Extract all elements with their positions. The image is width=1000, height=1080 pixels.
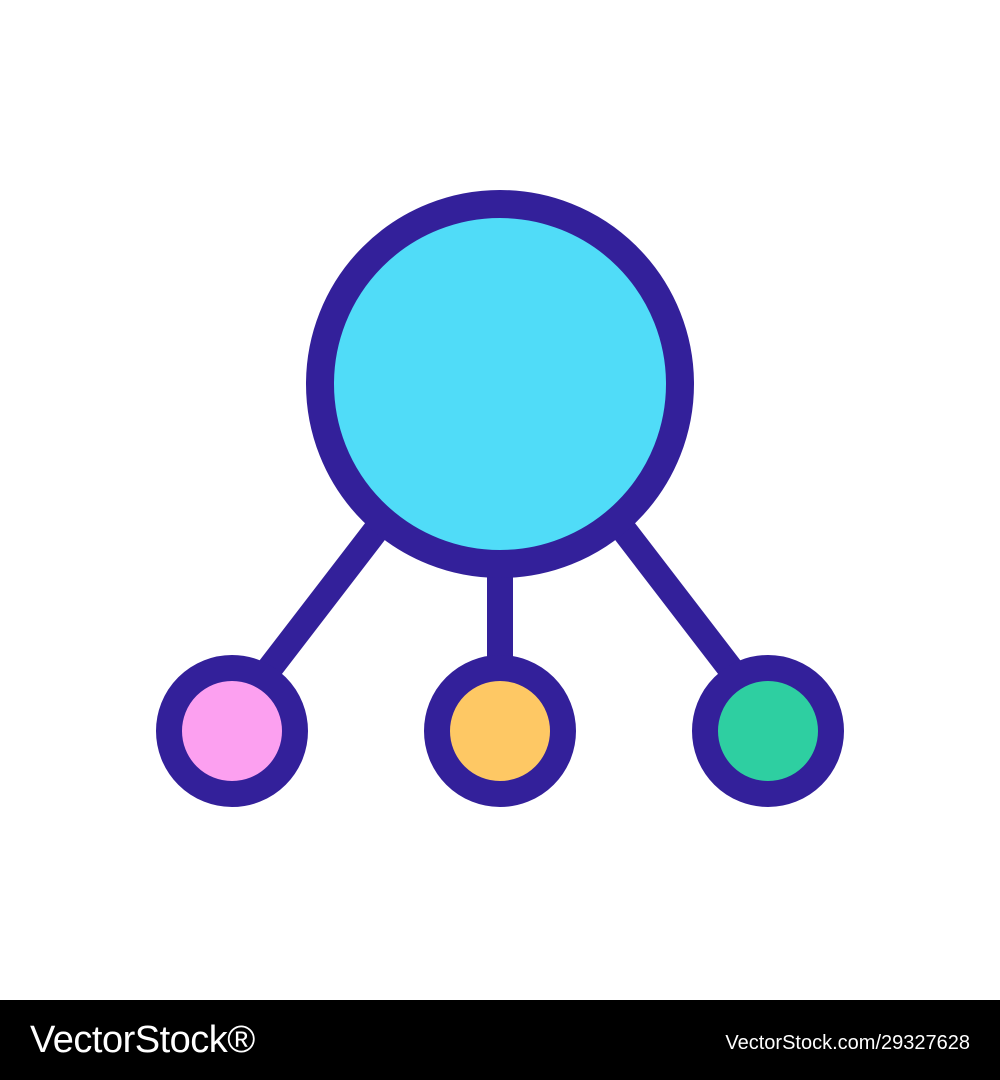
vectorstock-logo-text: VectorStock®: [30, 1019, 255, 1061]
parent-node-circle: [306, 190, 694, 578]
image-reference-text: VectorStock.com/29327628: [725, 1032, 970, 1054]
hierarchy-network-icon: [156, 190, 844, 807]
child-node-middle-circle: [424, 655, 576, 807]
connector-line-right: [609, 517, 747, 684]
child-node-right-circle: [692, 655, 844, 807]
connector-line-left: [253, 517, 391, 684]
child-node-left-circle: [156, 655, 308, 807]
watermark-footer-bar: VectorStock® VectorStock.com/29327628: [0, 1000, 1000, 1080]
